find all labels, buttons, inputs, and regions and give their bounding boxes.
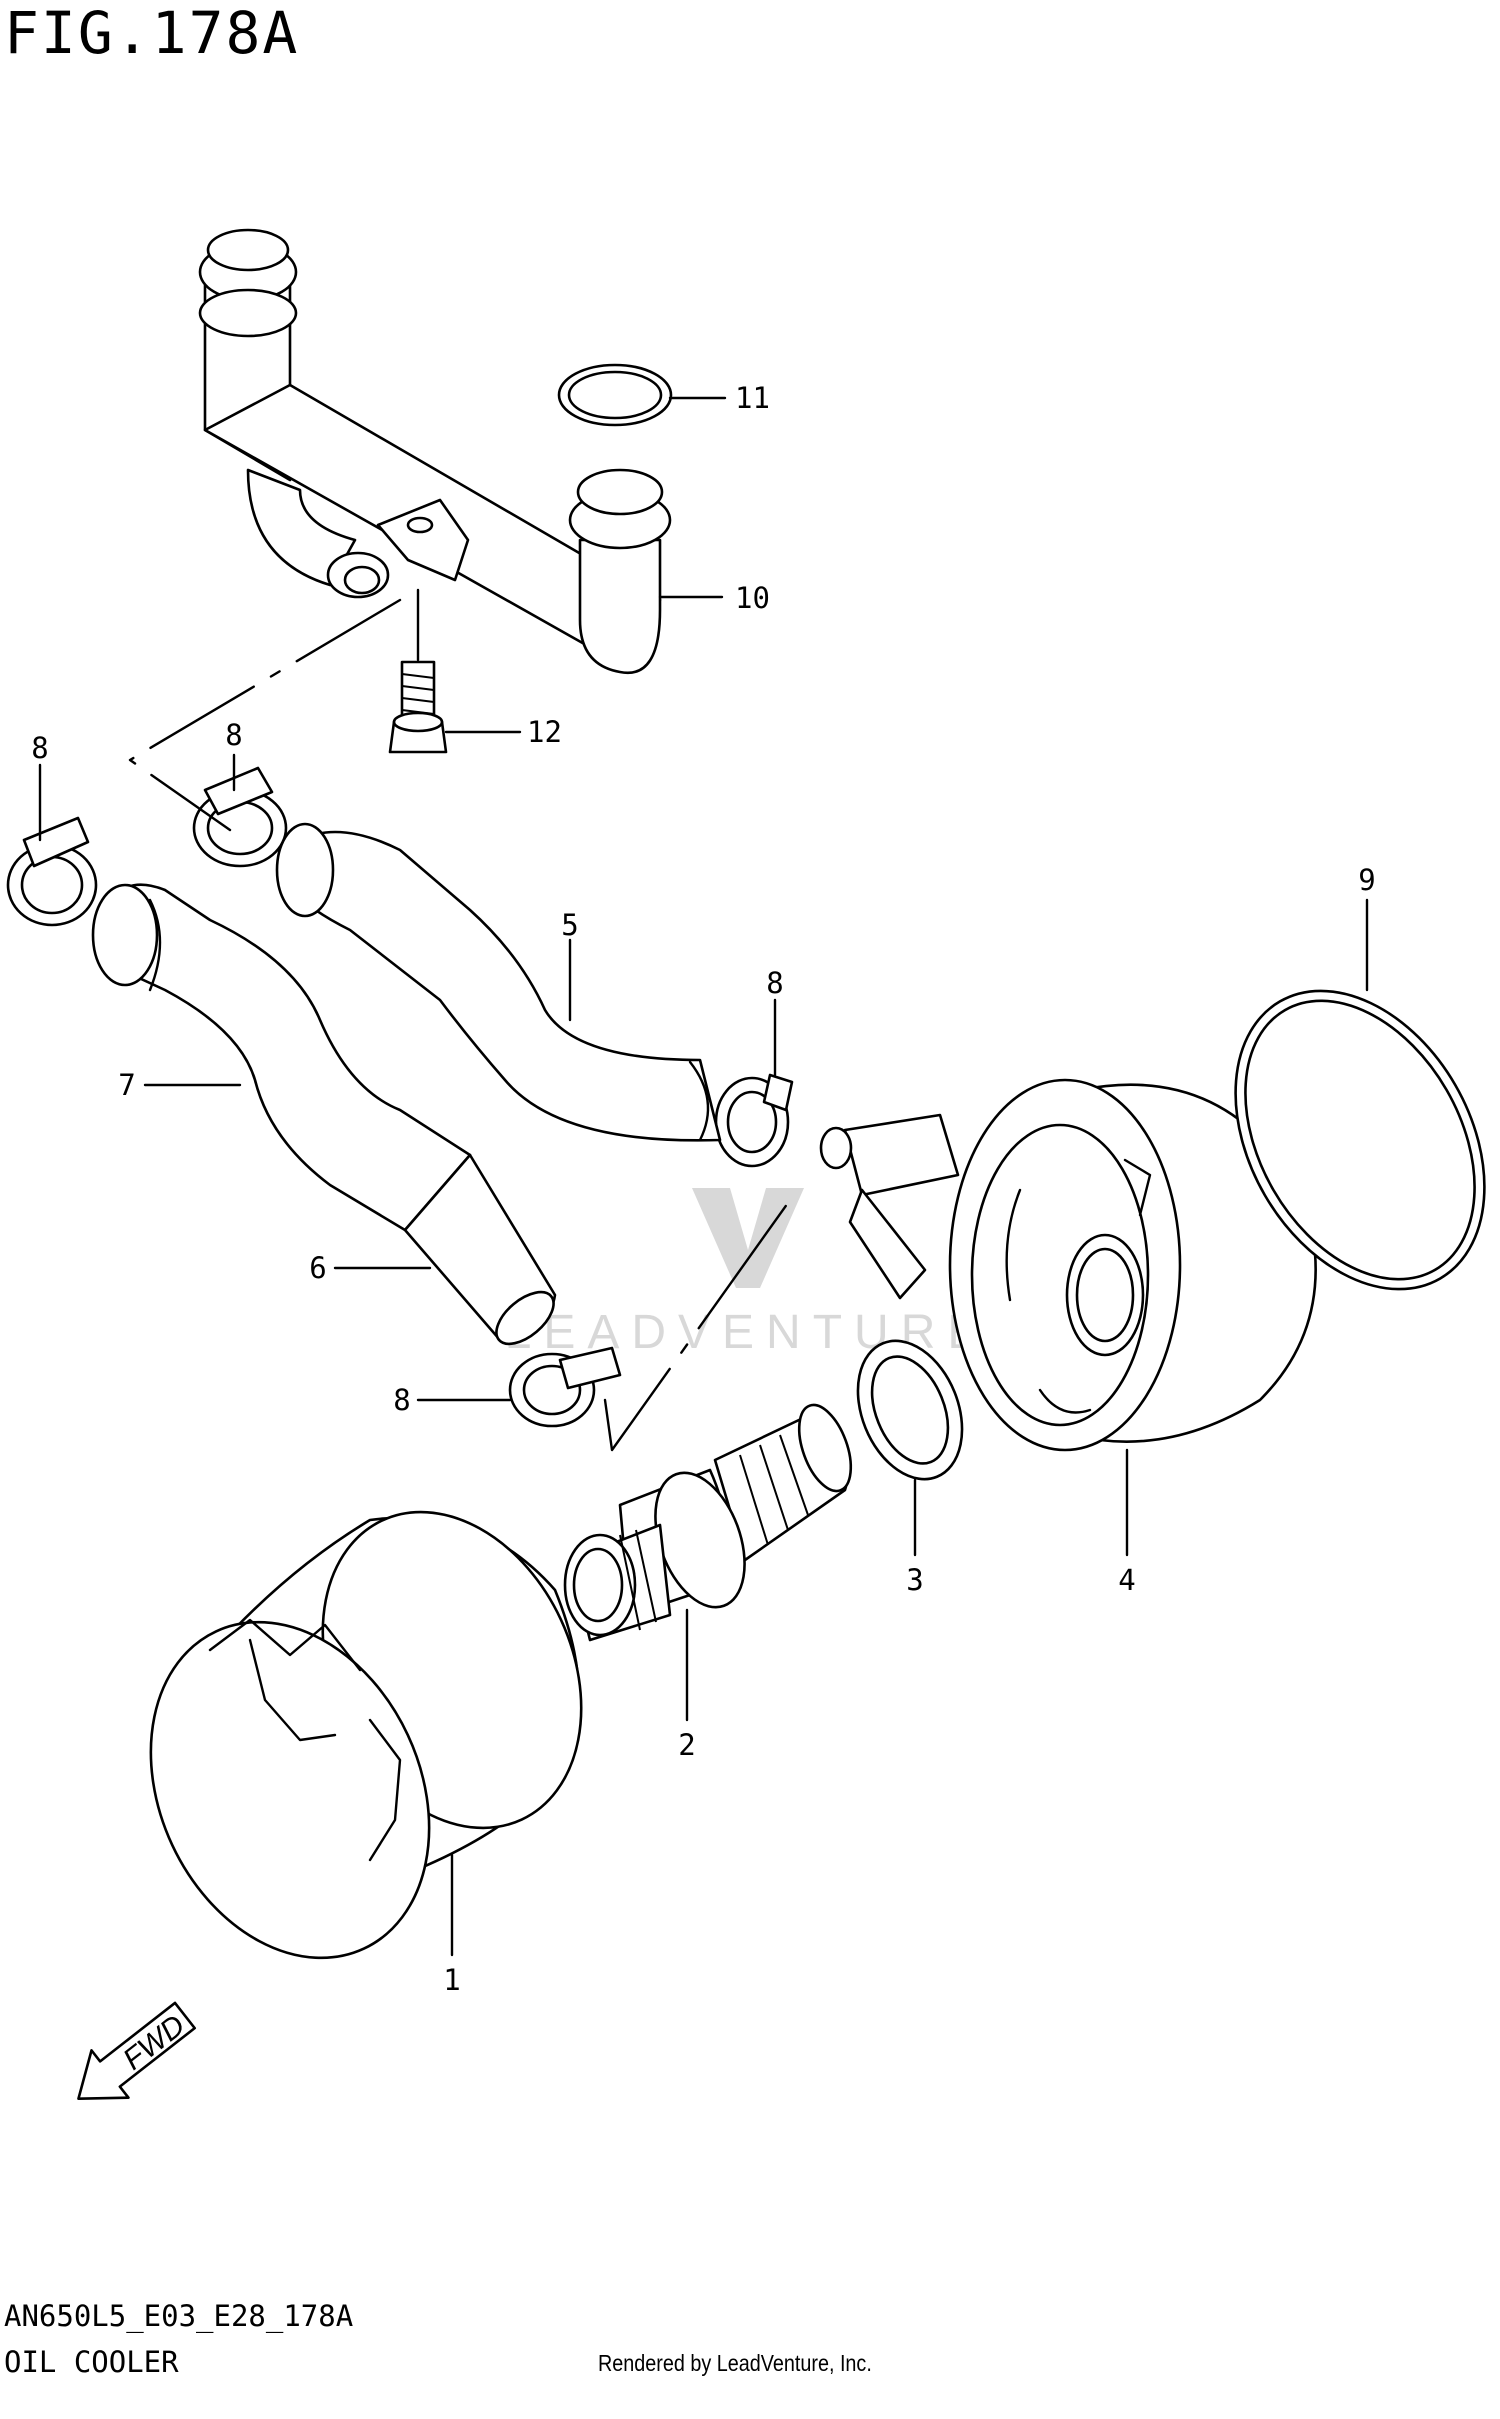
callout-part-8a: 8	[31, 731, 48, 765]
callout-part-11: 11	[735, 381, 770, 415]
leader-lines	[38, 396, 1369, 1957]
pipe-part-6	[403, 1153, 557, 1346]
callout-part-1: 1	[443, 1963, 460, 1997]
callout-part-4: 4	[1118, 1563, 1135, 1597]
oil-filter-part-1	[149, 1510, 583, 1960]
hose-clamp-part-8b	[192, 766, 288, 868]
callout-part-8b: 8	[225, 718, 242, 752]
union-bolt-part-2	[563, 1403, 853, 1642]
callout-part-8d: 8	[393, 1383, 410, 1417]
gasket-part-9	[1234, 989, 1486, 1291]
callout-part-9: 9	[1358, 863, 1375, 897]
oil-pipe-part-10	[198, 228, 672, 675]
callout-part-2: 2	[678, 1728, 695, 1762]
callout-part-10: 10	[735, 581, 770, 615]
callout-part-12: 12	[527, 715, 562, 749]
callout-part-3: 3	[906, 1563, 923, 1597]
render-credit: Rendered by LeadVenture, Inc.	[598, 2350, 872, 2376]
figure-code: AN650L5_E03_E28_178A	[4, 2299, 354, 2333]
watermark-logo	[692, 1188, 804, 1288]
o-ring-part-11	[557, 363, 673, 427]
callout-part-7: 7	[118, 1068, 135, 1102]
figure-name: OIL COOLER	[4, 2345, 179, 2379]
washer-part-3	[856, 1339, 964, 1481]
callout-part-6: 6	[309, 1251, 326, 1285]
hose-part-5	[275, 822, 722, 1142]
bolt-part-12	[388, 660, 448, 754]
hose-clamp-part-8d	[508, 1346, 622, 1428]
callout-part-5: 5	[561, 908, 578, 942]
callout-part-8c: 8	[766, 966, 783, 1000]
hose-part-7	[91, 883, 472, 1232]
figure-title: FIG.178A	[4, 0, 300, 67]
hose-clamp-part-8a	[6, 816, 98, 927]
hose-clamp-part-8c	[714, 1073, 794, 1168]
fwd-arrow-icon: FWD	[77, 2001, 197, 2100]
